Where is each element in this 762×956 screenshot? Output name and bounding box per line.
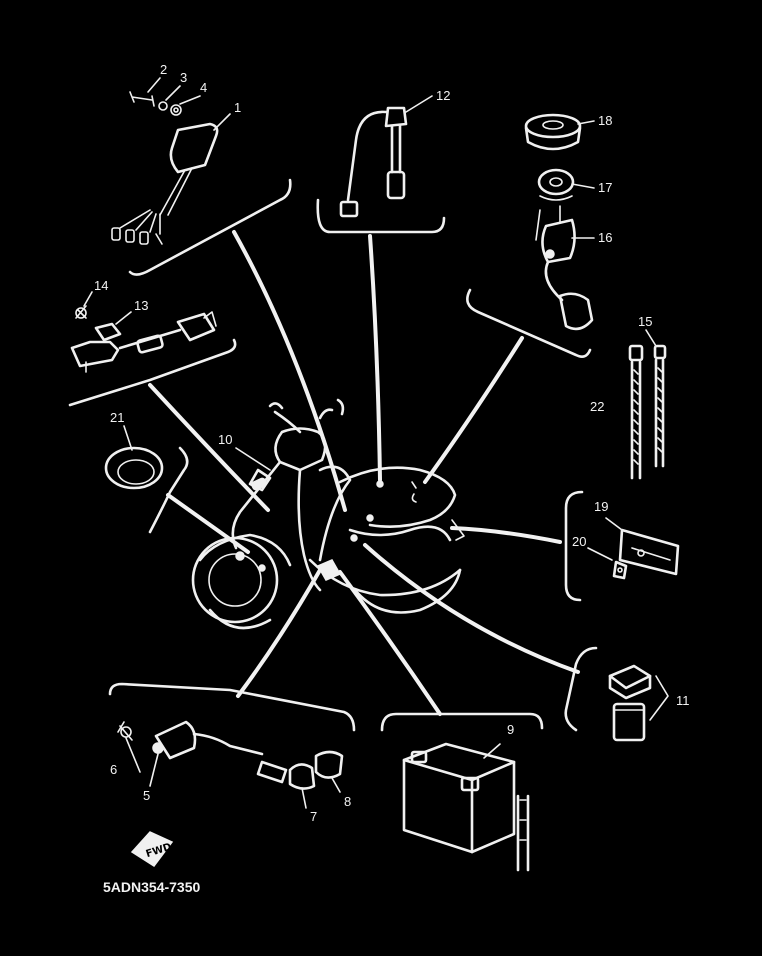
part-mount-plate	[605, 517, 680, 580]
part-sensor-lead	[339, 106, 408, 218]
callout-1: 1	[234, 100, 241, 115]
scooter-outline	[191, 398, 465, 630]
callout-21: 21	[110, 410, 124, 425]
callout-8: 8	[344, 794, 351, 809]
callout-5: 5	[143, 788, 150, 803]
callout-14: 14	[94, 278, 108, 293]
callout-10: 10	[218, 432, 232, 447]
part-grommet	[104, 425, 164, 490]
callout-6: 6	[110, 762, 117, 777]
callout-13: 13	[134, 298, 148, 313]
part-ignition-coil	[117, 720, 344, 790]
callout-22: 22	[590, 399, 604, 414]
callout-labels: 1 2 3 4 5 6 7 8 9 10 11 12 13 14 15 16 1…	[94, 62, 690, 824]
group-frames	[68, 178, 598, 732]
callout-leaders	[83, 77, 613, 809]
callout-4: 4	[200, 80, 207, 95]
callout-3: 3	[180, 70, 187, 85]
callout-12: 12	[436, 88, 450, 103]
callout-16: 16	[598, 230, 612, 245]
part-battery	[402, 742, 530, 872]
part-cable-ties	[628, 329, 667, 480]
part-relays	[608, 664, 669, 742]
part-fuel-sender	[524, 113, 594, 331]
callout-15: 15	[638, 314, 652, 329]
callout-2: 2	[160, 62, 167, 77]
callout-19: 19	[594, 499, 608, 514]
part-switch-assembly	[111, 91, 219, 245]
callout-9: 9	[507, 722, 514, 737]
callout-7: 7	[310, 809, 317, 824]
callout-20: 20	[572, 534, 586, 549]
drawing-number: 5ADN354-7350	[103, 879, 200, 895]
callout-17: 17	[598, 180, 612, 195]
fwd-stamp: FWD	[130, 831, 174, 868]
callout-18: 18	[598, 113, 612, 128]
callout-11: 11	[676, 693, 690, 708]
part-bracket-connector	[70, 305, 217, 373]
